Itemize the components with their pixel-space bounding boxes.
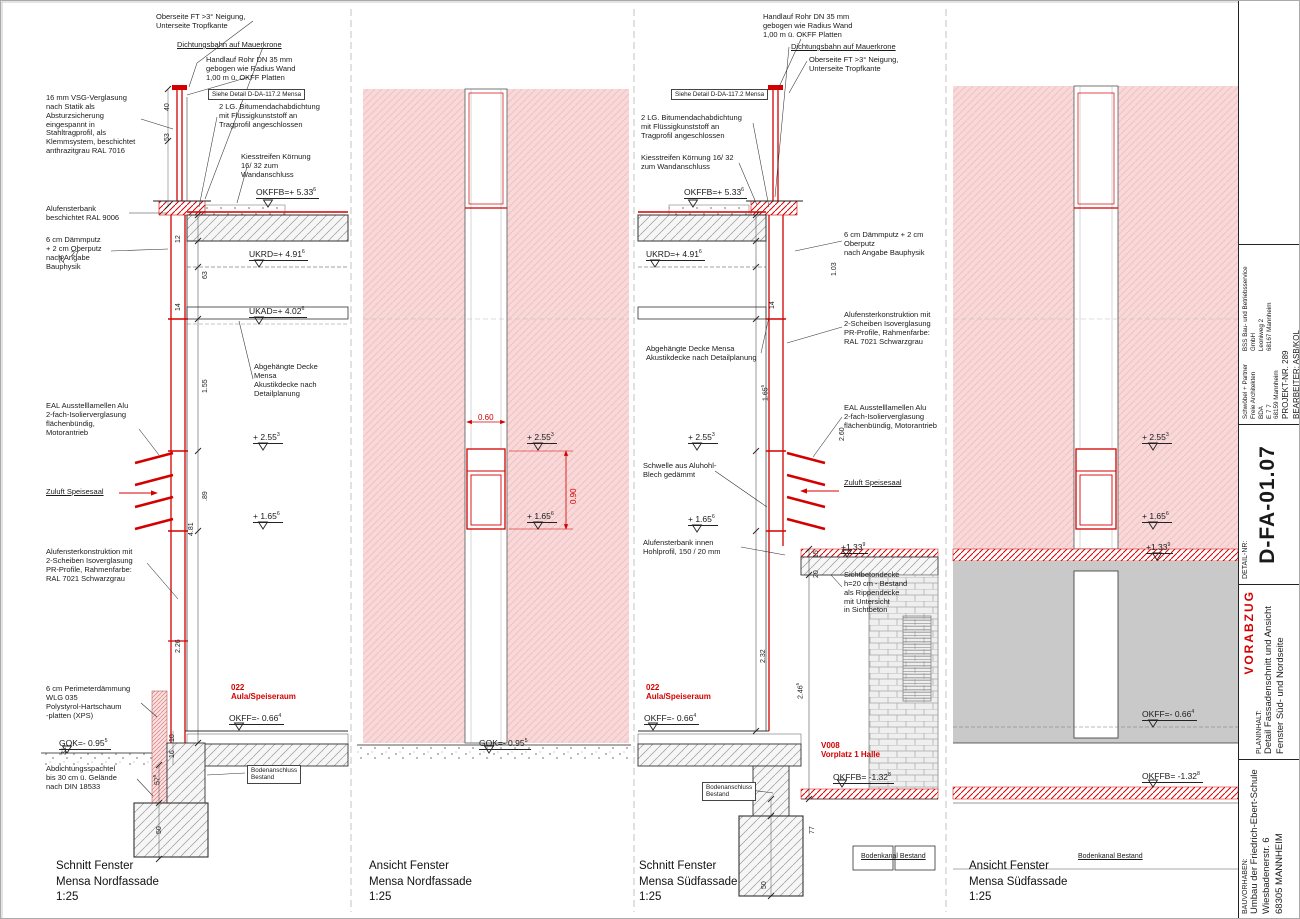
titleblock-meta: Schwöbel + Partner Freie Architekten BDA… (1239, 244, 1300, 424)
company-line: 68167 Mannheim (1265, 302, 1273, 352)
company-line: Leoniweg 2 (1257, 318, 1265, 352)
bearbeiter: BEARBEITER: ASB/KOL (1292, 330, 1300, 419)
bauvorhaben-line: 68305 MANNHEIM (1273, 833, 1285, 914)
architect-line: Schwöbel + Partner (1242, 363, 1249, 419)
bauvorhaben-line: Wiesbadenerstr. 6 (1261, 837, 1273, 914)
detail-nr-label: DETAIL-NR: (1242, 540, 1249, 579)
architect-line: E 7 7 (1265, 404, 1273, 419)
planinhalt-label: PLANINHALT: (1256, 710, 1263, 754)
titleblock-detail-nr: DETAIL-NR: D-FA-01.07 (1239, 424, 1299, 584)
titleblock-bauvorhaben: BAUVORHABEN: Umbau der Friedrich-Ebert-S… (1239, 759, 1299, 918)
detail-nr-value: D-FA-01.07 (1256, 445, 1279, 564)
titleblock-planinhalt: VORABZUG PLANINHALT: Detail Fassadenschn… (1239, 584, 1299, 759)
planinhalt-line: Fenster Süd- und Nordseite (1275, 637, 1287, 754)
project-no: PROJEKT-NR. 289 (1281, 350, 1291, 419)
panel-schnitt-nordfassade-drawing (41, 85, 349, 863)
architect-line: Freie Architekten BDA (1249, 371, 1265, 419)
title-block: BAUVORHABEN: Umbau der Friedrich-Ebert-S… (1238, 1, 1300, 918)
bauvorhaben-line: Umbau der Friedrich-Ebert-Schule (1249, 769, 1260, 914)
titleblock-empty (1239, 1, 1299, 244)
vorabzug-stamp: VORABZUG (1242, 590, 1256, 675)
leader-lines (110, 20, 843, 797)
fold-lines (350, 9, 947, 912)
panel-ansicht-suedfassade-drawing (952, 85, 1239, 870)
bauvorhaben-label: BAUVORHABEN: (1242, 858, 1249, 914)
company-block: BSS Bau- und Betriebsservice GmbH Leoniw… (1242, 250, 1281, 351)
architect-block: Schwöbel + Partner Freie Architekten BDA… (1242, 359, 1281, 419)
company-line: BSS Bau- und Betriebsservice GmbH (1242, 266, 1257, 352)
panel-schnitt-suedfassade-drawing (637, 85, 939, 900)
planinhalt-line: Detail Fassadenschnitt und Ansicht (1263, 606, 1274, 754)
panel-ansicht-nordfassade-drawing (357, 88, 631, 759)
plan-meta: PROJEKT-NR. 289 BEARBEITER: ASB/KOL MASS… (1281, 250, 1300, 419)
architect-line: 68159 Mannheim (1273, 370, 1281, 419)
titleblock-firms: Schwöbel + Partner Freie Architekten BDA… (1242, 250, 1281, 419)
